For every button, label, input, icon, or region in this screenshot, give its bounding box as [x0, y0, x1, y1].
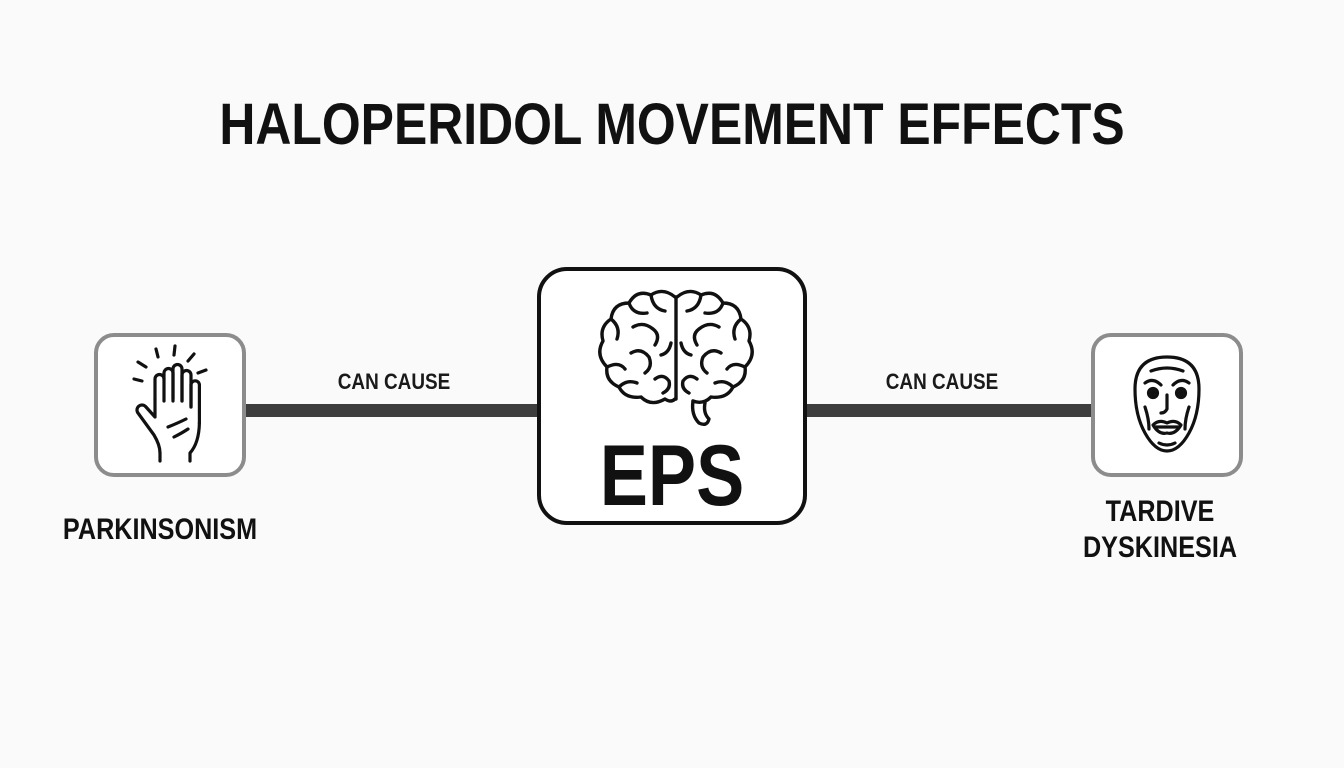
tardive-dyskinesia-label: TARDIVE DYSKINESIA — [1059, 494, 1261, 566]
edge-right-connector — [806, 404, 1092, 417]
tardive-dyskinesia-label-line2: DYSKINESIA — [1082, 531, 1238, 564]
edge-left-connector — [246, 404, 538, 417]
eps-label: EPS — [599, 428, 745, 524]
grimace-face-icon — [1133, 355, 1201, 453]
tremor-hand-icon — [132, 344, 208, 463]
tardive-dyskinesia-label-line1: TARDIVE — [1105, 495, 1215, 528]
parkinsonism-label: PARKINSONISM — [62, 513, 258, 546]
diagram-title: HALOPERIDOL MOVEMENT EFFECTS — [219, 92, 1125, 157]
brain-icon — [598, 289, 754, 427]
eps-node: EPS — [537, 267, 807, 525]
parkinsonism-node — [94, 333, 246, 477]
edge-left-label: CAN CAUSE — [337, 369, 451, 394]
edge-right-label: CAN CAUSE — [885, 369, 999, 394]
tardive-dyskinesia-node — [1091, 333, 1243, 477]
